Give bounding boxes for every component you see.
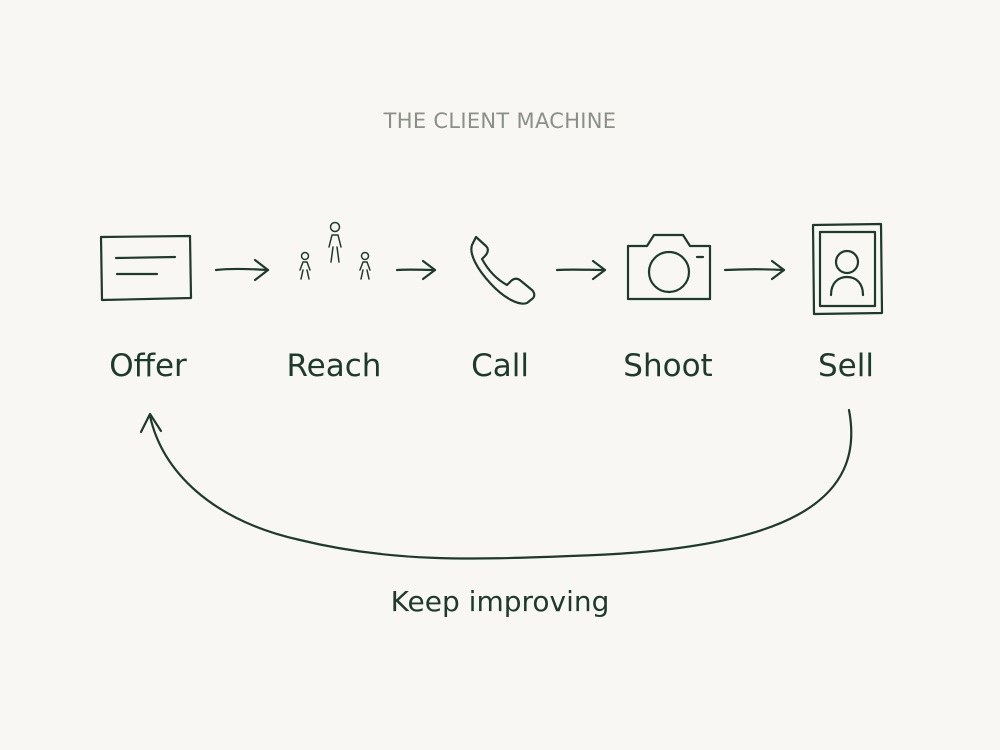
arrow-shoot-sell	[723, 268, 786, 272]
arrow-offer-reach	[214, 267, 270, 272]
camera-icon	[626, 233, 712, 301]
loop-arrow	[148, 408, 853, 560]
document-icon	[99, 234, 193, 302]
diagram-title: THE CLIENT MACHINE	[383, 109, 617, 133]
step-label-sell: Sell	[818, 348, 874, 384]
step-label-reach: Reach	[286, 348, 382, 384]
loop-label: Keep improving	[390, 585, 610, 618]
phone-icon	[470, 235, 536, 305]
loop-arrowhead	[139, 412, 163, 434]
people-icon	[299, 221, 371, 280]
step-label-call: Call	[471, 348, 529, 384]
framed-portrait-icon	[811, 222, 884, 316]
step-label-shoot: Shoot	[623, 348, 713, 384]
step-label-offer: Offer	[109, 348, 187, 384]
